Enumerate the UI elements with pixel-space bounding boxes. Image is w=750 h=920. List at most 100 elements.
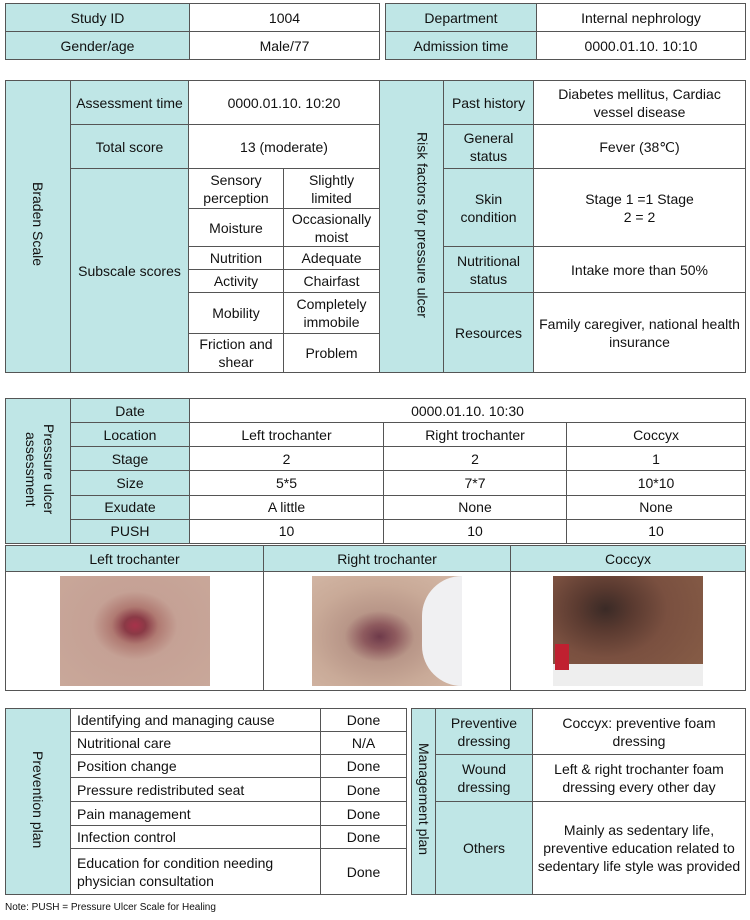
exudate-value: None: [383, 494, 567, 520]
exudate-label: Exudate: [70, 494, 190, 520]
white-sheet: [422, 576, 462, 686]
subscale-name: Friction and shear: [188, 333, 284, 373]
location-label: Location: [70, 422, 190, 448]
location-value: Coccyx: [565, 422, 747, 448]
prevention-item: Identifying and managing cause: [70, 708, 321, 732]
photo-caption: Right trochanter: [263, 545, 511, 572]
exudate-value: None: [565, 494, 747, 520]
photo-cell: [510, 571, 746, 691]
study-id-label: Study ID: [5, 3, 190, 32]
photo-cell: [263, 571, 511, 691]
date-value: 0000.01.10. 10:30: [188, 397, 747, 424]
size-value: 7*7: [383, 470, 567, 496]
general-status-label: General status: [443, 124, 535, 169]
photo-caption: Coccyx: [510, 545, 746, 572]
others-label: Others: [435, 801, 533, 895]
study-id-value: 1004: [189, 3, 380, 32]
care-plan-table: Prevention plan Identifying and managing…: [5, 708, 746, 895]
stage-value: 2: [189, 446, 384, 472]
assessment-time-value: 0000.01.10. 10:20: [187, 80, 381, 125]
stage-value: 1: [565, 446, 747, 472]
nutritional-status-value: Intake more than 50%: [533, 246, 747, 293]
push-value: 10: [189, 518, 384, 545]
ulcer-assessment-table: Pressure ulcer assessment Date 0000.01.1…: [5, 397, 747, 545]
management-section-label: Management plan: [411, 708, 436, 895]
wound-dressing-label: Wound dressing: [435, 754, 533, 802]
general-status-value: Fever (38℃): [533, 124, 747, 169]
size-label: Size: [70, 470, 190, 496]
braden-risk-table: Braden Scale Assessment time 0000.01.10.…: [5, 80, 747, 373]
subscale-value: Problem: [282, 333, 381, 373]
subscale-value: Adequate: [282, 246, 381, 270]
subscale-name: Nutrition: [188, 246, 284, 270]
assessment-time-label: Assessment time: [70, 80, 189, 125]
total-score-label: Total score: [70, 124, 189, 169]
prevention-item: Infection control: [70, 825, 321, 849]
prevention-item: Nutritional care: [70, 731, 321, 755]
nutritional-status-label: Nutritional status: [443, 246, 535, 293]
resources-value: Family caregiver, national health insura…: [533, 292, 747, 373]
subscale-name: Activity: [188, 269, 284, 293]
risk-section-label: Risk factors for pressure ulcer: [379, 80, 445, 373]
white-sheet: [553, 664, 703, 686]
prevention-status: Done: [320, 708, 407, 732]
skin-condition-value: Stage 1 =1 Stage 2 = 2: [533, 168, 747, 247]
prevention-status: Done: [320, 801, 407, 826]
subscale-label: Subscale scores: [70, 168, 189, 373]
prevention-item: Pain management: [70, 801, 321, 826]
stage-label: Stage: [70, 446, 190, 472]
subscale-name: Mobility: [188, 292, 284, 334]
location-value: Left trochanter: [189, 422, 384, 448]
total-score-value: 13 (moderate): [187, 124, 381, 169]
coccyx-wound-photo: [553, 576, 703, 686]
prevention-section-label: Prevention plan: [5, 708, 71, 895]
admission-label: Admission time: [385, 31, 537, 60]
resources-label: Resources: [443, 292, 535, 373]
subscale-value: Completely immobile: [282, 292, 381, 334]
stage-value: 2: [383, 446, 567, 472]
subscale-name: Moisture: [188, 208, 284, 247]
wound-photo-table: Left trochanter Right trochanter Coccyx: [5, 545, 746, 691]
preventive-dressing-label: Preventive dressing: [435, 708, 533, 755]
prevention-status: N/A: [320, 731, 407, 755]
photo-caption: Left trochanter: [5, 545, 264, 572]
red-label: [555, 644, 569, 670]
prevention-status: Done: [320, 848, 407, 895]
subscale-value: Chairfast: [282, 269, 381, 293]
subscale-value: Occasionally moist: [282, 208, 381, 247]
past-history-value: Diabetes mellitus, Cardiac vessel diseas…: [533, 80, 747, 125]
preventive-dressing-value: Coccyx: preventive foam dressing: [532, 708, 746, 755]
department-value: Internal nephrology: [536, 3, 746, 32]
exudate-value: A little: [189, 494, 384, 520]
prevention-item: Education for condition needing physicia…: [70, 848, 321, 895]
ulcer-section-label: Pressure ulcer assessment: [5, 398, 71, 544]
skin-condition-text: Stage 1 =1 Stage 2 = 2: [585, 190, 694, 225]
size-value: 10*10: [565, 470, 747, 496]
prevention-status: Done: [320, 754, 407, 778]
prevention-item: Pressure redistributed seat: [70, 777, 321, 802]
push-value: 10: [565, 518, 747, 545]
past-history-label: Past history: [443, 80, 535, 125]
push-label: PUSH: [70, 518, 190, 545]
prevention-item: Position change: [70, 754, 321, 778]
wound-dressing-value: Left & right trochanter foam dressing ev…: [532, 754, 746, 802]
right-trochanter-wound-photo: [312, 576, 462, 686]
others-value: Mainly as sedentary life, preventive edu…: [532, 801, 746, 895]
patient-info-table: Study ID 1004 Department Internal nephro…: [5, 3, 746, 60]
push-value: 10: [383, 518, 567, 545]
subscale-value: Slightly limited: [282, 168, 381, 209]
prevention-status: Done: [320, 825, 407, 849]
photo-cell: [5, 571, 264, 691]
subscale-name: Sensory perception: [188, 168, 284, 209]
footnote: Note: PUSH = Pressure Ulcer Scale for He…: [5, 902, 216, 913]
size-value: 5*5: [189, 470, 384, 496]
admission-value: 0000.01.10. 10:10: [536, 31, 746, 60]
gender-age-value: Male/77: [189, 31, 380, 60]
braden-section-label: Braden Scale: [5, 80, 71, 373]
location-value: Right trochanter: [383, 422, 567, 448]
prevention-status: Done: [320, 777, 407, 802]
date-label: Date: [70, 397, 190, 424]
gender-age-label: Gender/age: [5, 31, 190, 60]
department-label: Department: [385, 3, 537, 32]
left-trochanter-wound-photo: [59, 576, 210, 686]
